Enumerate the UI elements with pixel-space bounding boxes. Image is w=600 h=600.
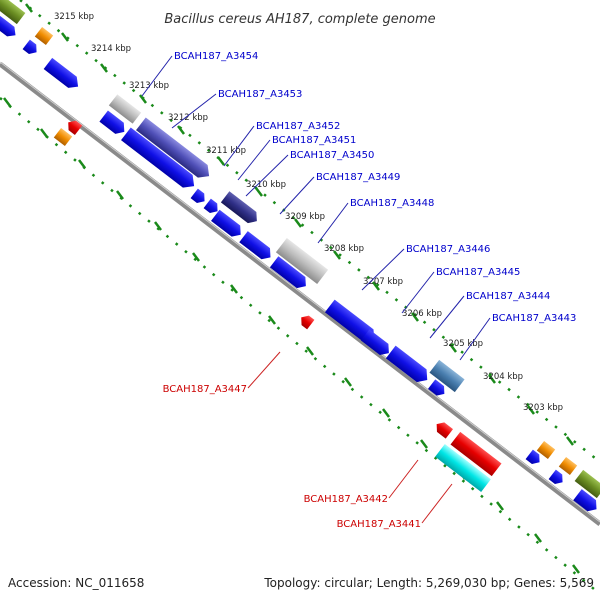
gene-label[interactable]: BCAH187_A3442 bbox=[304, 494, 388, 505]
forward-label-leaders bbox=[141, 55, 491, 361]
kbp-label: 3206 kbp bbox=[402, 309, 442, 319]
olive-feature-block bbox=[574, 469, 600, 499]
forward-gene-arrow[interactable] bbox=[0, 15, 19, 40]
kbp-label: 3211 kbp bbox=[206, 146, 246, 156]
reverse-gene-arrow[interactable] bbox=[450, 431, 502, 477]
olive-feature-block bbox=[0, 0, 26, 25]
forward-gene-arrow[interactable] bbox=[190, 188, 209, 206]
reverse-label-leaders bbox=[247, 351, 453, 524]
forward-gene-arrow[interactable] bbox=[428, 379, 448, 398]
steelblue-feature-block[interactable] bbox=[429, 359, 465, 393]
forward-gene-arrow[interactable] bbox=[211, 209, 245, 241]
forward-gene-arrow[interactable] bbox=[324, 299, 379, 347]
map-title: Bacillus cereus AH187, complete genome bbox=[164, 12, 435, 27]
forward-gene-arrow[interactable] bbox=[203, 198, 222, 216]
inner-major-ticks bbox=[3, 97, 580, 574]
gene-label[interactable]: BCAH187_A3453 bbox=[218, 89, 302, 100]
kbp-label: 3207 kbp bbox=[363, 277, 403, 287]
orange-feature-block bbox=[558, 456, 578, 476]
outer-feature-track bbox=[0, 0, 600, 499]
forward-gene-labels: BCAH187_A3454 BCAH187_A3453 BCAH187_A345… bbox=[174, 51, 576, 324]
kbp-label: 3214 kbp bbox=[91, 44, 131, 54]
kbp-label: 3212 kbp bbox=[168, 113, 208, 123]
gray-feature-block[interactable] bbox=[108, 94, 142, 124]
gene-label[interactable]: BCAH187_A3449 bbox=[316, 172, 400, 183]
forward-gene-arrow[interactable] bbox=[525, 449, 544, 467]
forward-gene-arrow[interactable] bbox=[385, 345, 432, 387]
forward-gene-arrow[interactable] bbox=[269, 256, 310, 291]
outer-major-ticks bbox=[25, 3, 574, 446]
gene-label[interactable]: BCAH187_A3445 bbox=[436, 267, 520, 278]
orange-feature-block bbox=[536, 440, 556, 460]
kbp-label: 3208 kbp bbox=[324, 244, 364, 254]
forward-gene-arrow[interactable] bbox=[99, 110, 128, 138]
forward-strand-genes bbox=[0, 15, 600, 515]
kbp-label: 3204 kbp bbox=[483, 372, 523, 382]
outer-tick-track bbox=[19, 0, 600, 463]
gene-BCAH187_A3452-arrow[interactable] bbox=[136, 117, 214, 182]
gene-label[interactable]: BCAH187_A3452 bbox=[256, 121, 340, 132]
reverse-gene-labels: BCAH187_A3447 BCAH187_A3442 BCAH187_A344… bbox=[163, 384, 421, 530]
forward-gene-arrow[interactable] bbox=[239, 231, 274, 263]
gene-BCAH187_A3450-arrow[interactable] bbox=[220, 191, 261, 226]
reverse-strand-genes bbox=[65, 118, 502, 493]
forward-gene-arrow[interactable] bbox=[573, 489, 600, 515]
gene-label[interactable]: BCAH187_A3454 bbox=[174, 51, 258, 62]
gene-BCAH187_A3441-block[interactable] bbox=[435, 443, 491, 493]
gray-feature-block[interactable] bbox=[275, 238, 329, 284]
kbp-label: 3209 kbp bbox=[285, 212, 325, 222]
accession-text: Accession: NC_011658 bbox=[8, 576, 144, 590]
forward-gene-arrow[interactable] bbox=[22, 39, 41, 57]
topology-text: Topology: circular; Length: 5,269,030 bp… bbox=[263, 576, 594, 590]
orange-feature-block bbox=[34, 26, 54, 46]
gene-BCAH187_A3442-arrow[interactable] bbox=[433, 419, 453, 439]
gene-label[interactable]: BCAH187_A3444 bbox=[466, 291, 550, 302]
gene-BCAH187_A3453-arrow[interactable] bbox=[121, 127, 199, 192]
genome-backbone bbox=[0, 62, 600, 526]
gene-label[interactable]: BCAH187_A3448 bbox=[350, 198, 434, 209]
kbp-label: 3205 kbp bbox=[443, 339, 483, 349]
forward-gene-arrow[interactable] bbox=[43, 57, 83, 92]
gene-label[interactable]: BCAH187_A3450 bbox=[290, 150, 374, 161]
gene-BCAH187_A3447-arrow[interactable] bbox=[298, 313, 315, 330]
genome-backbone-highlight bbox=[0, 61, 600, 523]
kbp-label: 3215 kbp bbox=[54, 12, 94, 22]
gene-label[interactable]: BCAH187_A3446 bbox=[406, 244, 490, 255]
kbp-label: 3210 kbp bbox=[246, 180, 286, 190]
gene-label[interactable]: BCAH187_A3447 bbox=[163, 384, 247, 395]
gene-label[interactable]: BCAH187_A3451 bbox=[272, 135, 356, 146]
forward-gene-arrow[interactable] bbox=[548, 469, 567, 487]
inner-tick-track bbox=[0, 97, 600, 595]
kbp-labels: 3215 kbp 3214 kbp 3213 kbp 3212 kbp 3211… bbox=[54, 12, 563, 413]
orange-feature-block bbox=[53, 127, 73, 147]
gene-label[interactable]: BCAH187_A3441 bbox=[337, 519, 421, 530]
forward-gene-arrow[interactable] bbox=[360, 329, 393, 358]
gene-label[interactable]: BCAH187_A3443 bbox=[492, 313, 576, 324]
kbp-label: 3203 kbp bbox=[523, 403, 563, 413]
reverse-gene-arrow[interactable] bbox=[65, 118, 83, 136]
